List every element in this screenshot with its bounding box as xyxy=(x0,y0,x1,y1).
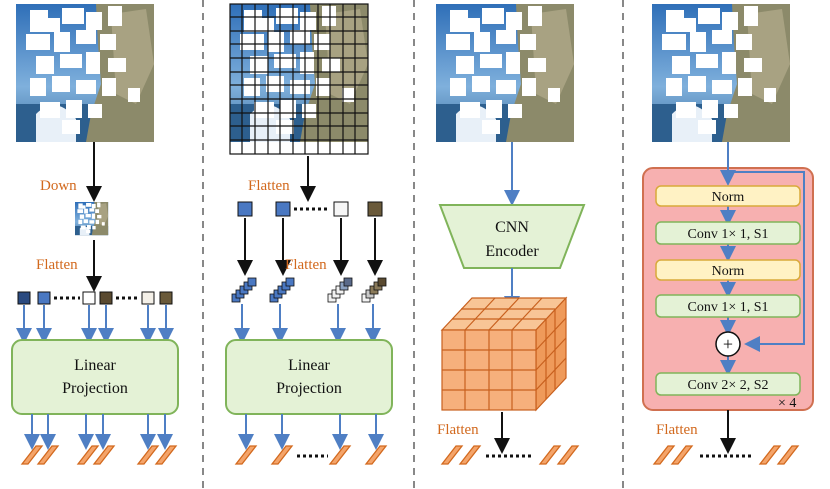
linear-projection-block xyxy=(225,339,393,415)
panel-cnn: CNN Encoder Flatten xyxy=(436,4,586,465)
masked-image xyxy=(436,4,574,142)
pixel-6 xyxy=(159,291,173,305)
conv-label-2: Conv 1× 1, S1 xyxy=(687,300,768,315)
stack-arrows xyxy=(234,304,381,344)
pixel-3 xyxy=(82,291,96,305)
norm-label-2: Norm xyxy=(712,264,745,279)
conv-label-1: Conv 1× 1, S1 xyxy=(687,227,768,242)
panel-conv-stem: Norm Conv 1× 1, S1 Norm Conv 1× 1, S1 + … xyxy=(642,4,814,465)
patch-down-arrows xyxy=(237,218,383,276)
flatten-label: Flatten xyxy=(36,257,78,273)
pixel-arrows xyxy=(16,305,174,344)
flatten-label: Flatten xyxy=(437,422,479,438)
flatten-label: Flatten xyxy=(656,422,698,438)
masked-image xyxy=(16,4,154,142)
patch-grid xyxy=(229,3,369,155)
conv-block-2 xyxy=(655,294,801,318)
residual-plus-sign: + xyxy=(723,334,733,354)
conv-block-3 xyxy=(655,372,801,396)
linear-projection-line2: Projection xyxy=(62,380,128,397)
output-tokens xyxy=(21,445,177,465)
cnn-encoder-line1: CNN xyxy=(495,219,529,236)
panel-downsample: Down Flatten Linear Projection xyxy=(11,4,179,465)
panel-separators xyxy=(202,0,624,489)
linear-projection-line2: Projection xyxy=(276,380,342,397)
cnn-encoder-block xyxy=(438,204,586,269)
down-label: Down xyxy=(40,178,77,194)
feature-cube xyxy=(440,296,568,412)
patch-1 xyxy=(237,201,253,217)
norm-label-1: Norm xyxy=(712,190,745,205)
masked-image xyxy=(652,4,790,142)
masked-image-grid xyxy=(230,4,368,142)
linear-projection-line1: Linear xyxy=(288,357,330,374)
patch-4 xyxy=(367,201,383,217)
pixel-2 xyxy=(37,291,51,305)
stem-flow-lines xyxy=(720,142,805,376)
flatten-mid-label: Flatten xyxy=(285,257,327,273)
output-arrows xyxy=(24,414,173,450)
pixel-1 xyxy=(17,291,31,305)
pixel-5 xyxy=(141,291,155,305)
conv-block-1 xyxy=(655,221,801,245)
norm-block-1 xyxy=(655,185,801,207)
downsampled-image xyxy=(75,202,109,236)
panel-grid-patch: Flatten Flatten xyxy=(225,3,393,465)
linear-projection-line1: Linear xyxy=(74,357,116,374)
linear-projection-block xyxy=(11,339,179,415)
pixel-4 xyxy=(99,291,113,305)
flatten-top-label: Flatten xyxy=(248,178,290,194)
repeat-label: × 4 xyxy=(778,396,796,411)
residual-add-node xyxy=(715,331,741,357)
patch-2 xyxy=(275,201,291,217)
output-arrows xyxy=(238,414,384,450)
patch-3 xyxy=(333,201,349,217)
norm-block-2 xyxy=(655,259,801,281)
patch-row xyxy=(237,201,383,217)
pixel-row xyxy=(17,291,173,305)
conv-label-3: Conv 2× 2, S2 xyxy=(687,378,768,393)
flattened-pixel-stacks xyxy=(231,277,387,303)
cnn-encoder-line2: Encoder xyxy=(485,243,539,260)
